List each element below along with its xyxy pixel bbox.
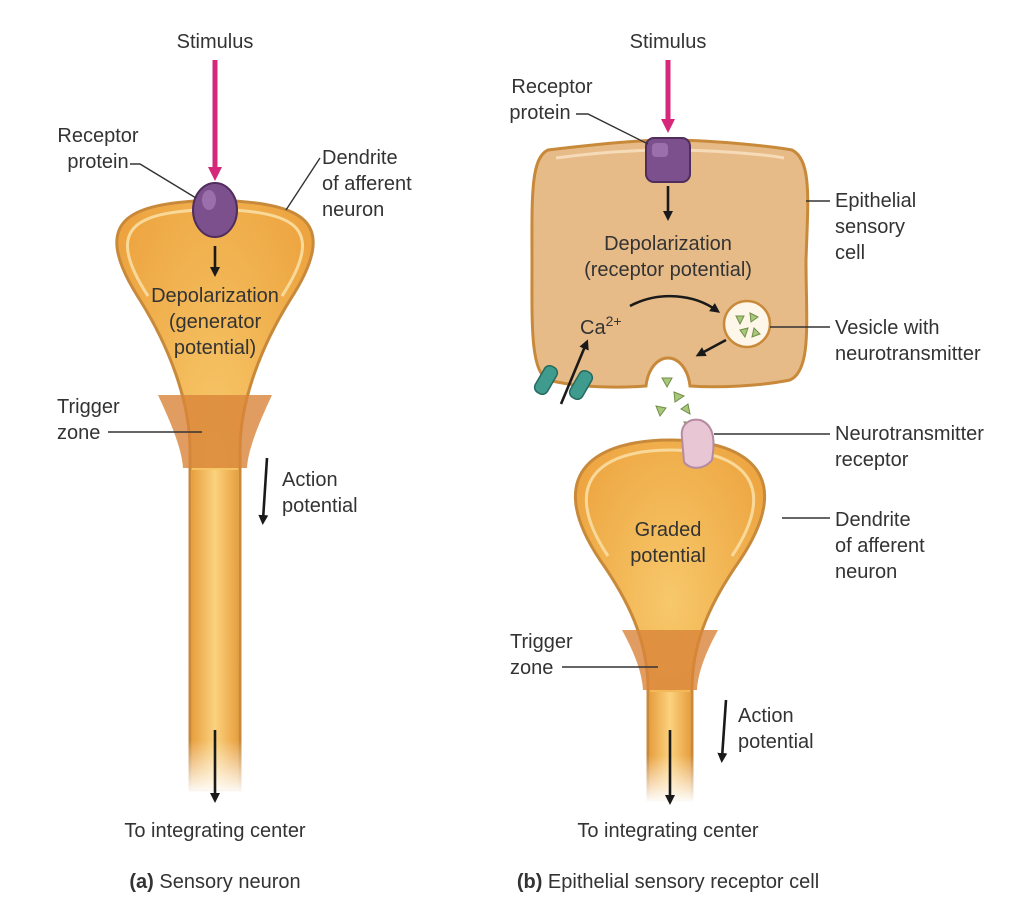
trigger-zone-band	[158, 395, 272, 468]
receptor-protein-label-line1: Receptor	[511, 76, 592, 98]
graded-potential-line2: potential	[630, 545, 706, 567]
trigger-zone-label-line1: Trigger	[510, 631, 573, 653]
graded-potential-line1: Graded	[635, 519, 702, 541]
action-potential-arrow	[258, 457, 269, 525]
trigger-zone-band	[622, 630, 718, 690]
neurotransmitter-vesicle	[722, 299, 772, 349]
calcium-to-vesicle-arrow	[629, 294, 721, 313]
epithelial-cell-label-line1: Epithelial	[835, 190, 916, 212]
generator-potential-line1: Depolarization	[151, 285, 279, 307]
integrating-center-label: To integrating center	[124, 820, 306, 842]
dendrite-label-line1: Dendrite	[322, 147, 398, 169]
receptor-protein-label-line2: protein	[509, 102, 570, 124]
dendrite-leader-line	[285, 157, 321, 211]
neurotransmitter-molecule	[739, 327, 749, 339]
receptor-potential-line1: Depolarization	[604, 233, 732, 255]
receptor-potential-line2: (receptor potential)	[584, 259, 752, 281]
calcium-ion-label: Ca2+	[580, 313, 622, 339]
dendrite-label-line1: Dendrite	[835, 509, 911, 531]
action-potential-label-line1: Action	[282, 469, 338, 491]
panel-b-caption: (b) Epithelial sensory receptor cell	[517, 871, 819, 893]
nt-receptor-label-line1: Neurotransmitter	[835, 423, 984, 445]
stimulus-label: Stimulus	[630, 31, 707, 53]
neurotransmitter-receptor	[680, 418, 715, 469]
calcium-channel-right	[568, 369, 594, 401]
panel-b-epithelial-receptor: Stimulus Receptor protein Epithelial sen…	[509, 31, 984, 893]
calcium-channel-left	[533, 364, 559, 396]
action-potential-label-line1: Action	[738, 705, 794, 727]
dendrite-label-line3: neuron	[322, 199, 384, 221]
exocytosis-arrow	[695, 338, 727, 357]
released-neurotransmitter	[655, 405, 667, 418]
vesicle-label-line2: neurotransmitter	[835, 343, 981, 365]
receptor-protein	[645, 137, 691, 183]
vesicle-label-line1: Vesicle with	[835, 317, 940, 339]
receptor-protein-label-line1: Receptor	[57, 125, 138, 147]
integrating-center-label: To integrating center	[577, 820, 759, 842]
dendrite-label-line2: of afferent	[835, 535, 925, 557]
action-potential-label-line2: potential	[282, 495, 358, 517]
stimulus-label: Stimulus	[177, 31, 254, 53]
receptor-protein	[192, 182, 238, 238]
neurotransmitter-molecule	[751, 327, 761, 338]
released-neurotransmitter	[673, 391, 686, 403]
calcium-influx-arrow	[559, 339, 589, 405]
neurotransmitter-molecule	[735, 315, 745, 326]
generator-potential-line3: potential)	[174, 337, 256, 359]
action-potential-arrow	[717, 699, 728, 763]
trigger-zone-label-line2: zone	[510, 657, 553, 679]
receptor-leader-line	[576, 113, 649, 145]
released-neurotransmitter	[680, 403, 691, 415]
generator-potential-line2: (generator	[169, 311, 262, 333]
epithelial-cell-label-line2: sensory	[835, 216, 905, 238]
dendrite-label-line3: neuron	[835, 561, 897, 583]
dendrite-label-line2: of afferent	[322, 173, 412, 195]
trigger-zone-label-line1: Trigger	[57, 396, 120, 418]
panel-a-caption: (a) Sensory neuron	[129, 871, 300, 893]
nt-receptor-label-line2: receptor	[835, 449, 909, 471]
receptor-protein-label-line2: protein	[67, 151, 128, 173]
receptor-leader-line	[130, 163, 197, 199]
released-neurotransmitter	[661, 377, 673, 389]
neurotransmitter-molecule	[749, 312, 759, 323]
panel-a-sensory-neuron: Stimulus Receptor protein Dendrite of af…	[57, 31, 412, 893]
epithelial-cell-label-line3: cell	[835, 242, 865, 264]
trigger-zone-label-line2: zone	[57, 422, 100, 444]
action-potential-label-line2: potential	[738, 731, 814, 753]
